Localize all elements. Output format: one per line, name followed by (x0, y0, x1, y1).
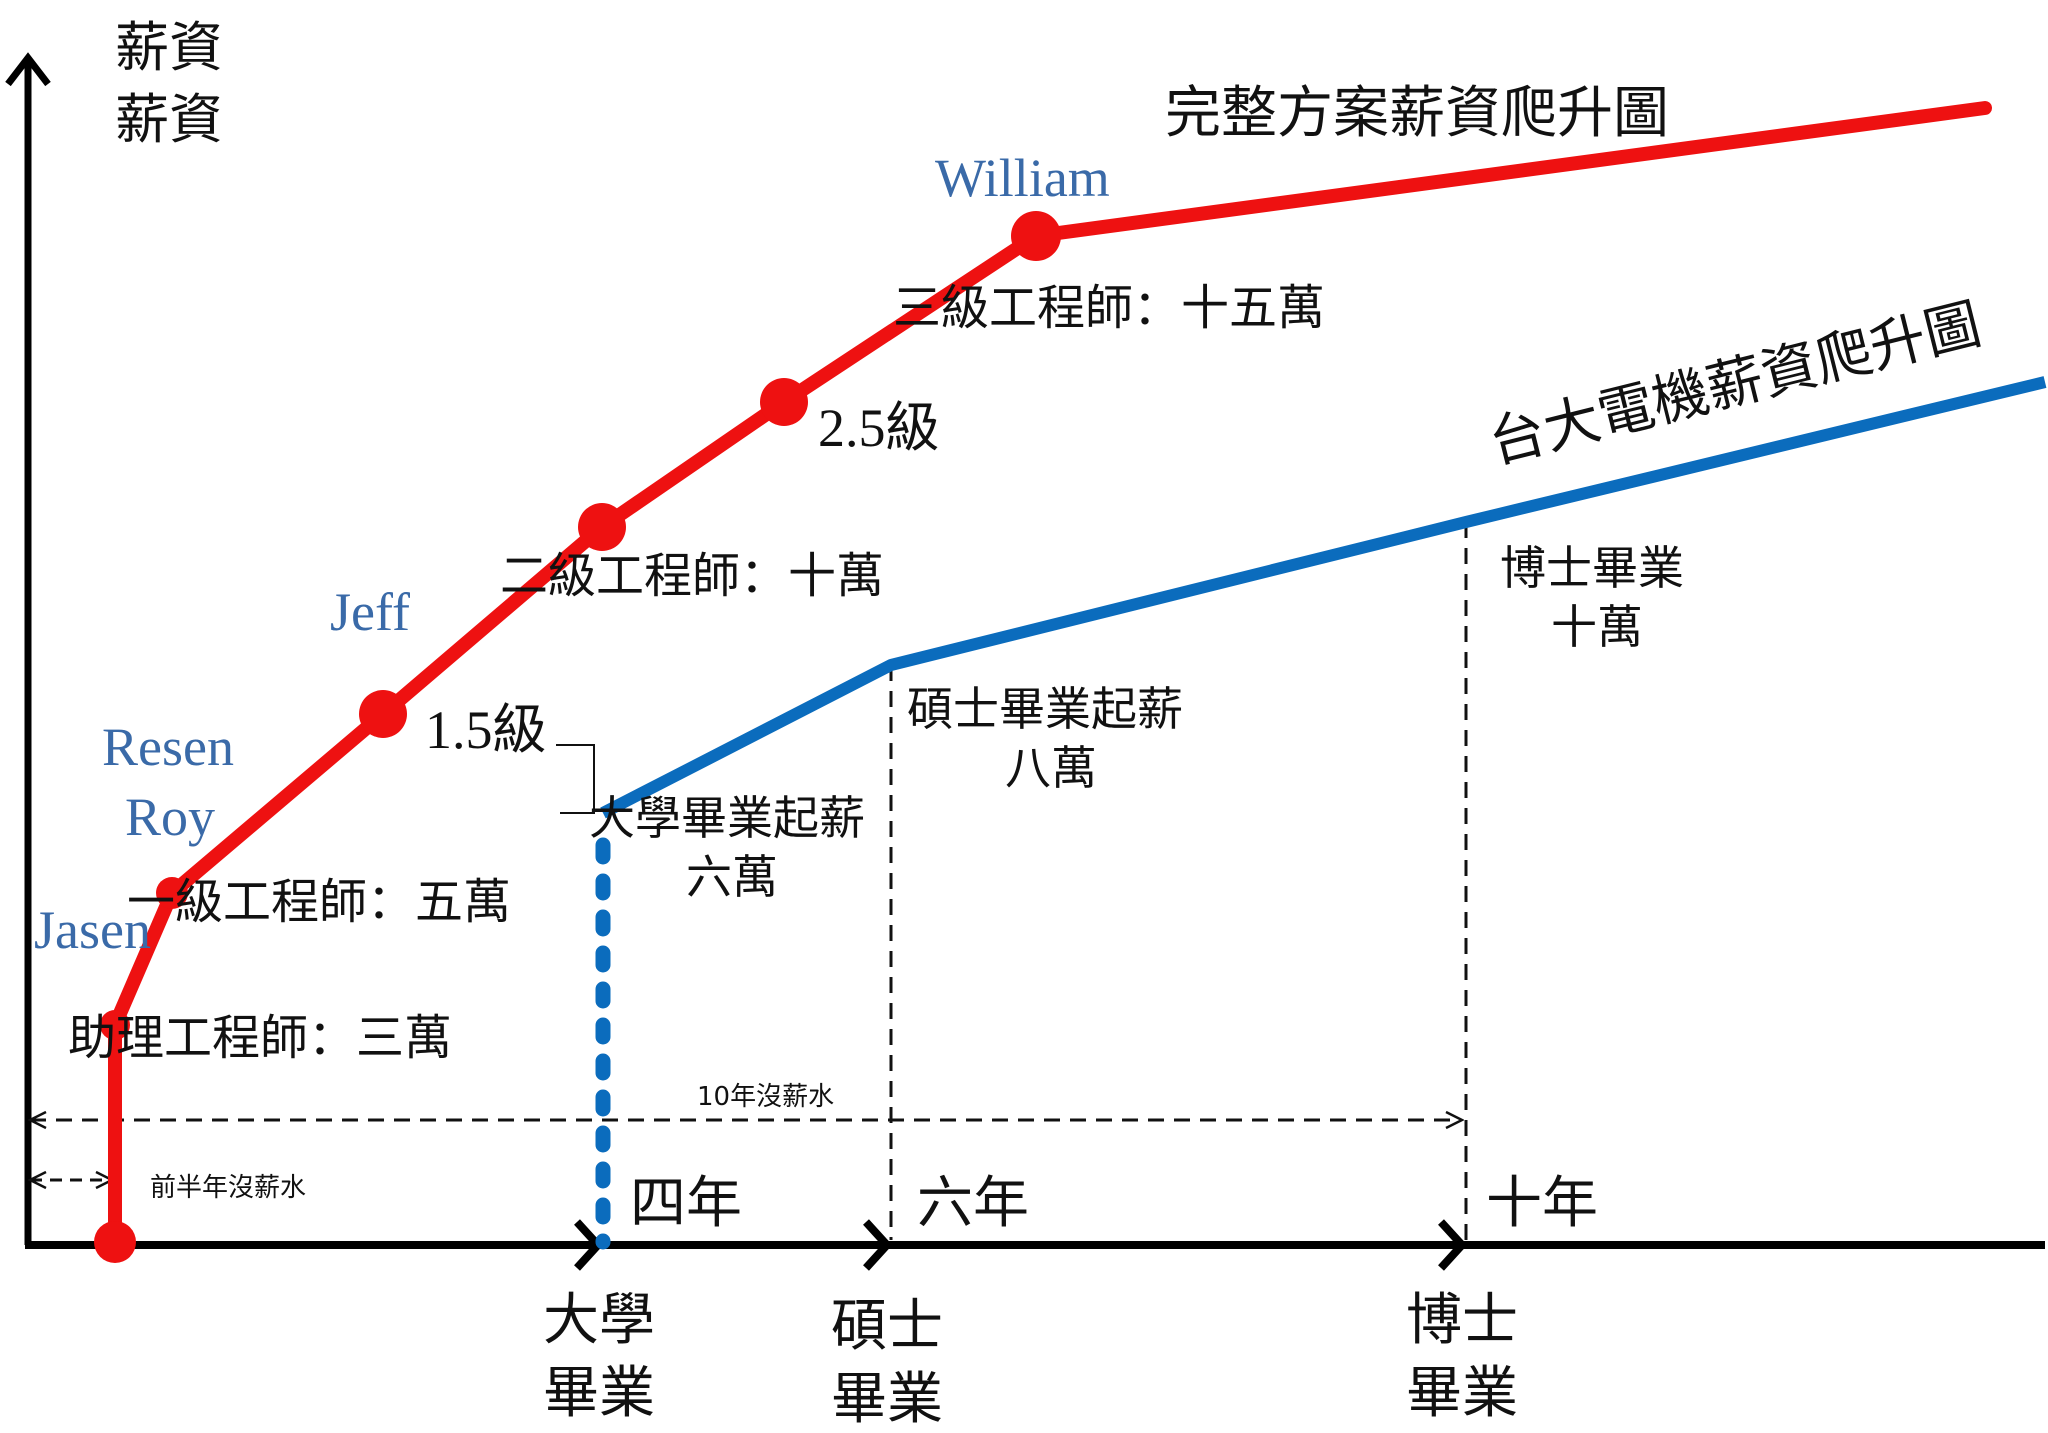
level1-label: 一級工程師：五萬 (127, 874, 511, 930)
red-point-level25 (760, 378, 808, 426)
name-jasen: Jasen (34, 900, 151, 960)
name-resen: Resen (102, 717, 234, 777)
name-roy: Roy (125, 787, 215, 847)
x-arrow-phd-icon (1438, 1219, 1468, 1271)
name-jeff: Jeff (330, 582, 410, 642)
milestone-phd-line1: 博士 (1406, 1288, 1518, 1353)
master-start-label: 碩士畢業起薪 (907, 682, 1183, 736)
red-point-start (94, 1221, 136, 1263)
blue-curve-title: 台大電機薪資爬升圖 (1483, 292, 1988, 477)
milestone-phd-line2: 畢業 (1406, 1361, 1518, 1426)
level3-label: 三級工程師：十五萬 (893, 280, 1325, 336)
blue-salary-curve (600, 376, 2047, 819)
y-axis-label-1: 薪資 (115, 16, 223, 79)
name-william: William (935, 148, 1110, 208)
assistant-label: 助理工程師：三萬 (68, 1010, 452, 1066)
x-arrow-master-icon (863, 1219, 893, 1271)
master-salary-label: 八萬 (1005, 741, 1097, 795)
y-axis-label-2: 薪資 (115, 88, 223, 151)
level15-label: 1.5級 (425, 700, 547, 760)
red-salary-curve (108, 101, 1992, 1249)
red-point-level1 (156, 877, 188, 909)
level15-leader-line (556, 744, 595, 814)
red-curve-title: 完整方案薪資爬升圖 (1165, 81, 1669, 146)
red-point-level3 (1011, 211, 1061, 261)
milestone-bachelor-line1: 大學 (543, 1288, 655, 1353)
phd-label: 博士畢業 (1500, 541, 1684, 595)
y-axis-arrowhead-icon (5, 52, 51, 87)
level2-label: 二級工程師：十萬 (500, 548, 884, 604)
duration-six-years: 六年 (917, 1171, 1029, 1236)
half-year-span-label: 前半年沒薪水 (150, 1173, 306, 1203)
level25-label: 2.5級 (818, 398, 940, 458)
milestone-master-line1: 碩士 (831, 1294, 943, 1359)
duration-four-years: 四年 (630, 1171, 742, 1236)
milestone-master-line2: 畢業 (831, 1367, 943, 1432)
red-point-level2 (578, 503, 626, 551)
phd-salary-label: 十萬 (1551, 600, 1643, 654)
duration-ten-years: 十年 (1486, 1171, 1598, 1236)
bachelor-start-label: 大學畢業起薪 (589, 791, 865, 845)
ten-years-span-label: 10年沒薪水 (697, 1082, 834, 1112)
bachelor-salary-label: 六萬 (686, 850, 778, 904)
red-point-level15 (359, 690, 407, 738)
red-point-assistant (100, 1010, 130, 1040)
milestone-bachelor-line2: 畢業 (543, 1361, 655, 1426)
